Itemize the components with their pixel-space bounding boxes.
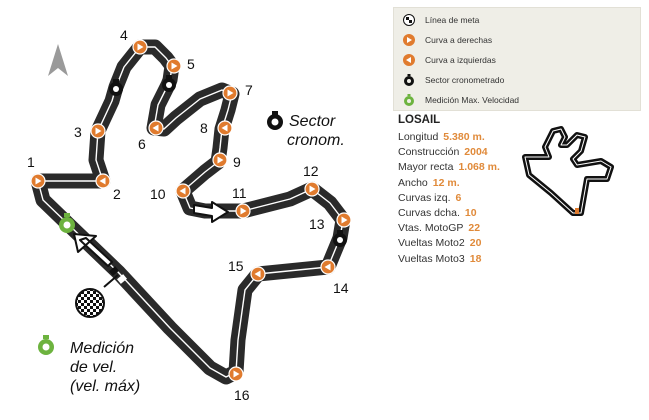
curve-marker-11	[235, 203, 251, 219]
stat-row: Longitud 5.380 m.	[398, 130, 528, 145]
turn-number-15: 15	[228, 258, 244, 274]
stat-value: 6	[455, 191, 462, 204]
turn-number-11: 11	[232, 185, 247, 201]
circuit-map: 1 2 3 4 5 6 7 8 9 10 11 12 13 14 15 16 S…	[27, 27, 352, 403]
turn-number-4: 4	[120, 27, 128, 43]
turn-number-14: 14	[333, 280, 349, 296]
curve-marker-16	[228, 366, 244, 382]
turn-number-10: 10	[150, 186, 166, 202]
timed-sector-icon	[109, 79, 123, 96]
legend-item-speed: Medición Max. Velocidad	[403, 93, 519, 107]
curve-marker-3	[90, 123, 106, 139]
legend-item-right-curve: Curva a derechas	[403, 33, 492, 47]
speed-label-line3: (vel. máx)	[70, 378, 140, 395]
checkered-flag-icon	[75, 288, 105, 318]
stat-row: Construcción 2004	[398, 145, 528, 160]
left-curve-icon	[403, 54, 415, 66]
turn-number-1: 1	[27, 154, 35, 170]
stat-label: Longitud	[398, 131, 439, 143]
stat-value: 18	[469, 252, 482, 265]
stat-label: Vueltas Moto2	[398, 237, 465, 250]
circuit-minimap	[522, 126, 614, 216]
turn-number-12: 12	[303, 163, 319, 179]
stat-label: Mayor recta	[398, 161, 454, 174]
turn-number-6: 6	[138, 136, 146, 152]
curve-marker-2	[95, 173, 111, 189]
circuit-name: LOSAIL	[398, 114, 441, 126]
curve-marker-10	[175, 183, 191, 199]
direction-arrow-icon	[193, 201, 229, 223]
turn-number-7: 7	[245, 82, 253, 98]
curve-marker-4	[132, 39, 148, 55]
legend-label: Curva a derechas	[425, 35, 493, 45]
stat-label: Vtas. MotoGP	[398, 222, 464, 235]
turn-number-3: 3	[74, 124, 82, 140]
legend-item-sector: Sector cronometrado	[403, 73, 504, 87]
timed-sector-icon	[162, 75, 176, 92]
speed-measure-icon	[38, 335, 54, 355]
curve-marker-14	[320, 259, 336, 275]
north-arrow-icon	[48, 44, 68, 76]
flag-pole	[103, 274, 119, 288]
checkered-flag-icon	[403, 14, 415, 26]
legend-label: Medición Max. Velocidad	[425, 95, 520, 105]
stat-row: Mayor recta 1.068 m.	[398, 160, 528, 175]
legend-panel: Línea de meta Curva a derechas Curva a i…	[393, 7, 641, 111]
stat-value: 22	[468, 222, 481, 235]
turn-number-8: 8	[200, 120, 208, 136]
stat-value: 12 m.	[432, 176, 460, 189]
stat-row: Ancho 12 m.	[398, 176, 528, 191]
track-outline	[30, 39, 351, 385]
stat-value: 2004	[464, 146, 488, 159]
curve-marker-9	[212, 152, 228, 168]
curve-marker-1	[30, 173, 46, 189]
right-curve-icon	[403, 34, 415, 46]
stat-label: Construcción	[398, 146, 460, 159]
sector-label-line1: Sector	[289, 113, 336, 130]
turn-number-2: 2	[113, 186, 121, 202]
curve-marker-5	[166, 58, 182, 74]
legend-label: Curva a izquierdas	[425, 55, 496, 65]
stat-label: Curvas dcha.	[398, 207, 460, 220]
stat-label: Ancho	[398, 176, 428, 189]
curve-marker-15	[250, 266, 266, 282]
stat-value: 10	[464, 207, 477, 220]
sector-label-line2: cronom.	[287, 132, 345, 149]
curve-marker-6	[148, 120, 164, 136]
stat-value: 20	[469, 237, 482, 250]
stat-value: 1.068 m.	[458, 161, 500, 174]
legend-item-left-curve: Curva a izquierdas	[403, 53, 496, 67]
curve-marker-13	[336, 212, 352, 228]
turn-number-16: 16	[234, 387, 250, 403]
legend-label: Línea de meta	[425, 15, 480, 25]
direction-arrow-icon	[73, 233, 113, 267]
circuit-info: LOSAIL Longitud 5.380 m. Construcción 2004…	[398, 114, 528, 267]
stat-row: Vueltas Moto3 18	[398, 252, 528, 267]
timed-sector-icon	[333, 230, 347, 247]
speed-label-line1: Medición	[70, 340, 134, 357]
turn-number-5: 5	[187, 56, 195, 72]
timed-sector-icon	[404, 74, 414, 86]
stat-row: Vtas. MotoGP 22	[398, 221, 528, 236]
speed-measure-icon	[404, 94, 414, 106]
curve-marker-8	[217, 120, 233, 136]
stat-row: Vueltas Moto2 20	[398, 236, 528, 251]
curve-marker-7	[222, 85, 238, 101]
curve-marker-12	[304, 181, 320, 197]
stat-row: Curvas izq. 6	[398, 191, 528, 206]
stat-label: Vueltas Moto3	[398, 252, 465, 265]
legend-item-finish: Línea de meta	[403, 13, 479, 27]
timed-sector-icon	[267, 111, 283, 130]
stat-value: 5.380 m.	[443, 131, 485, 143]
legend-label: Sector cronometrado	[425, 75, 505, 85]
turn-number-13: 13	[309, 216, 325, 232]
stat-row: Curvas dcha. 10	[398, 206, 528, 221]
finish-line	[109, 266, 127, 284]
speed-measure-icon	[59, 213, 75, 233]
speed-label-line2: de vel.	[70, 359, 117, 376]
stat-label: Curvas izq.	[398, 191, 451, 204]
turn-number-9: 9	[233, 154, 241, 170]
